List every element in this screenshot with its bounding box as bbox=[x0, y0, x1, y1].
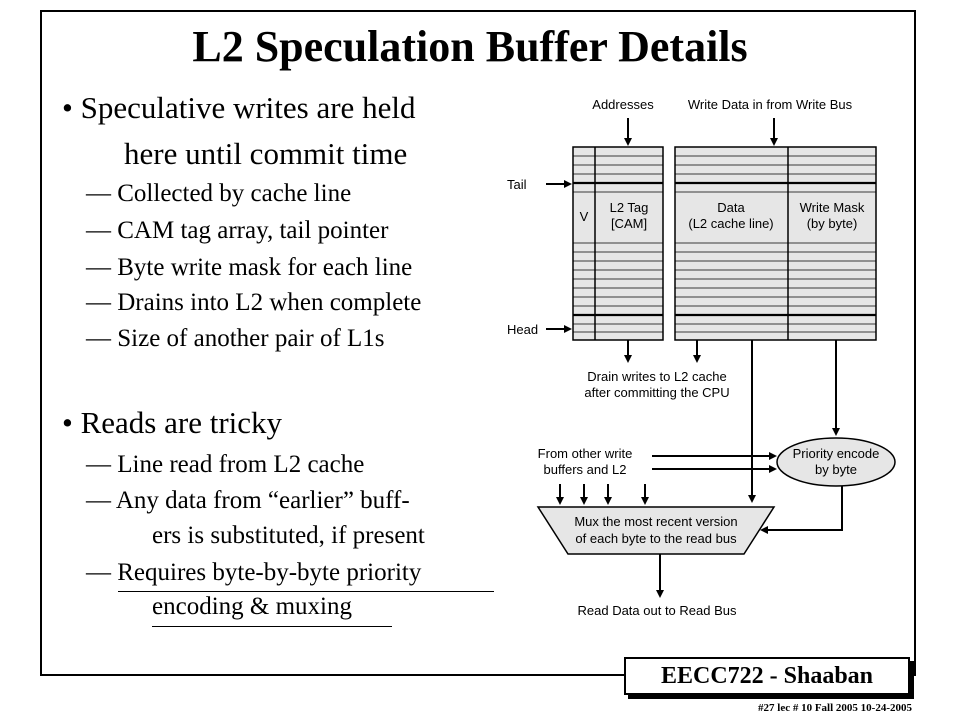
slide-title: L2 Speculation Buffer Details bbox=[192, 22, 748, 71]
course-footer-box: EECC722 - Shaaban bbox=[624, 657, 910, 695]
mux-label: Mux the most recent version bbox=[574, 514, 737, 529]
sub-bullet: — Collected by cache line bbox=[86, 180, 352, 207]
read-out-label: Read Data out to Read Bus bbox=[578, 603, 737, 618]
sub-bullet: — Line read from L2 cache bbox=[86, 451, 365, 478]
head-label: Head bbox=[507, 322, 538, 337]
mask-col-label: (by byte) bbox=[807, 216, 858, 231]
valid-col-label: V bbox=[580, 209, 589, 224]
mask-col-label: Write Mask bbox=[800, 200, 865, 215]
sub-bullet: — Byte write mask for each line bbox=[86, 254, 413, 281]
data-col-label: (L2 cache line) bbox=[688, 216, 773, 231]
priority-label: Priority encode bbox=[793, 446, 880, 461]
mux-label: of each byte to the read bus bbox=[575, 531, 737, 546]
data-col-label: Data bbox=[717, 200, 745, 215]
bullet-1: • Speculative writes are held bbox=[62, 90, 416, 125]
sub-bullet: — Requires byte-by-byte priority bbox=[86, 559, 422, 586]
drain-label: Drain writes to L2 cache bbox=[587, 369, 726, 384]
underline-rule bbox=[118, 591, 494, 592]
underline-rule bbox=[152, 626, 392, 627]
tag-array-block bbox=[572, 146, 664, 341]
footer-note: #27 lec # 10 Fall 2005 10-24-2005 bbox=[758, 702, 912, 714]
sub-bullet: — Drains into L2 when complete bbox=[86, 289, 422, 316]
drain-label: after committing the CPU bbox=[584, 385, 729, 400]
sub-bullet-cont: encoding & muxing bbox=[152, 593, 352, 620]
tail-label: Tail bbox=[507, 177, 527, 192]
tag-col-label: L2 Tag bbox=[610, 200, 649, 215]
sub-bullet: — Size of another pair of L1s bbox=[86, 325, 385, 352]
sub-bullet: — CAM tag array, tail pointer bbox=[86, 217, 389, 244]
course-label: EECC722 - Shaaban bbox=[660, 662, 874, 689]
other-buffers-label: buffers and L2 bbox=[544, 462, 627, 477]
mux-select-arrow bbox=[760, 486, 843, 534]
priority-label: by byte bbox=[815, 462, 857, 477]
priority-encoder bbox=[776, 437, 896, 487]
sub-bullet-cont: ers is substituted, if present bbox=[152, 522, 425, 549]
bullet-2: • Reads are tricky bbox=[62, 405, 283, 440]
tag-col-label: [CAM] bbox=[611, 216, 647, 231]
addresses-label: Addresses bbox=[592, 97, 654, 112]
data-array-block bbox=[674, 146, 877, 341]
write-data-label: Write Data in from Write Bus bbox=[688, 97, 853, 112]
bullet-1-cont: here until commit time bbox=[124, 136, 408, 171]
other-buffers-label: From other write bbox=[538, 446, 633, 461]
slide-frame bbox=[40, 10, 916, 676]
read-mux bbox=[536, 506, 776, 555]
sub-bullet: — Any data from “earlier” buff- bbox=[86, 487, 410, 514]
